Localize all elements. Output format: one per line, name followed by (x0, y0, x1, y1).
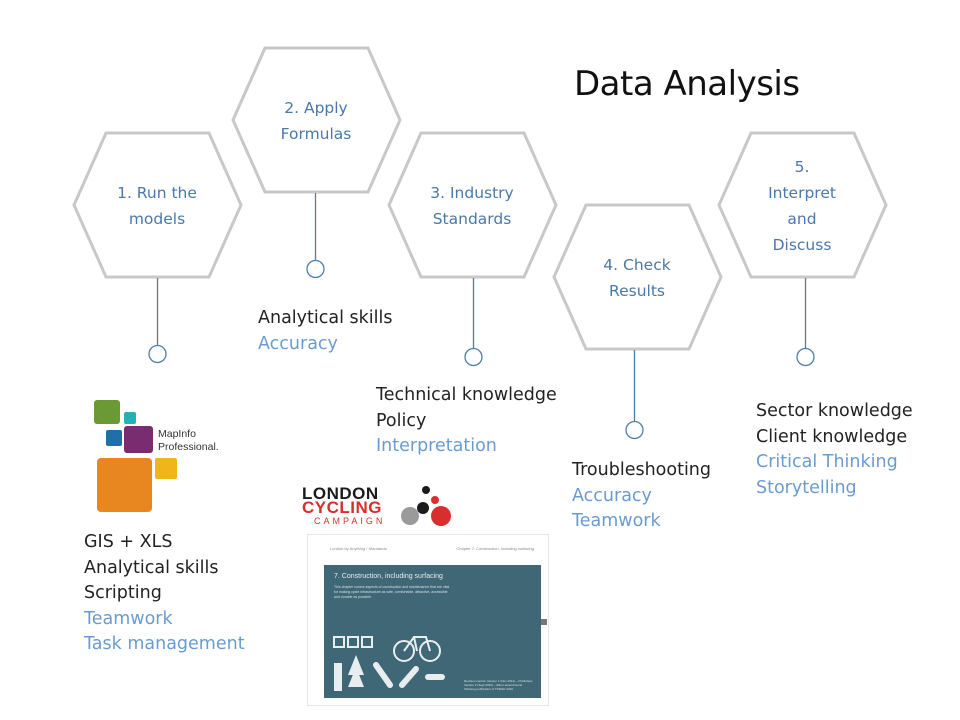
mapinfo-wordmark: MapInfo Professional. (158, 428, 219, 453)
soft-skill: Task management (84, 634, 245, 654)
soft-skill: Teamwork (84, 608, 173, 629)
connector-circle-3 (464, 347, 483, 367)
logo-square-teal (124, 412, 136, 424)
connector-circle-2 (306, 259, 325, 279)
hard-skill: Troubleshooting (572, 460, 712, 480)
soft-skill: Accuracy (258, 333, 338, 354)
hard-skill: Sector knowledge (756, 401, 913, 421)
hexagon-step-1 (72, 131, 243, 279)
hard-skill: Client knowledge (756, 426, 908, 447)
skills-list-step-5: Sector knowledge Client knowledge Critic… (756, 399, 913, 501)
skills-list-step-4: Troubleshooting Accuracy Teamwork (572, 458, 711, 535)
hard-skill: Policy (376, 410, 427, 431)
lcc-circles-icon (401, 486, 451, 526)
mapinfo-logo: MapInfo Professional. (94, 398, 234, 516)
soft-skill: Critical Thinking (756, 452, 898, 472)
skills-list-step-3: Technical knowledge Policy Interpretatio… (376, 383, 557, 460)
step-5-label: 5. Interpret and Discuss (768, 158, 836, 254)
document-cover-panel: 7. Construction, including surfacing Thi… (324, 565, 541, 698)
hard-skill: Analytical skills (258, 308, 393, 328)
logo-square-blue (106, 430, 122, 446)
logo-square-yellow (155, 458, 177, 479)
step-3-label: 3. Industry Standards (430, 184, 514, 228)
hexagon-step-5 (717, 131, 888, 279)
logo-square-green (94, 400, 120, 424)
logo-square-purple (124, 426, 153, 453)
soft-skill: Teamwork (572, 511, 661, 531)
step-4-label: 4. Check Results (603, 256, 671, 300)
hard-skill: Scripting (84, 583, 162, 603)
hard-skill: GIS + XLS (84, 532, 173, 552)
hard-skill: Technical knowledge (376, 385, 557, 405)
cycling-standards-document-thumbnail: London by Anything / Standards Chapter 7… (307, 534, 549, 706)
skills-list-step-2: Analytical skills Accuracy (258, 306, 392, 357)
soft-skill: Storytelling (756, 477, 857, 498)
step-2-label: 2. Apply Formulas (280, 99, 352, 143)
connector-circle-4 (625, 420, 644, 440)
step-1-label: 1. Run the models (117, 184, 197, 228)
connector-circle-1 (148, 344, 167, 364)
hexagon-step-2 (231, 46, 402, 194)
connector-circle-5 (796, 347, 815, 367)
cycling-icons-illustration (333, 636, 445, 691)
hexagon-step-4 (552, 203, 723, 351)
skills-list-step-1: GIS + XLS Analytical skills Scripting Te… (84, 530, 245, 658)
logo-square-orange (97, 458, 152, 512)
soft-skill: Accuracy (572, 485, 652, 506)
page-title: Data Analysis (574, 64, 800, 104)
page-curl-handle (541, 619, 547, 625)
london-cycling-campaign-logo: LONDON CYCLING CAMPAIGN (302, 484, 462, 530)
hard-skill: Analytical skills (84, 557, 219, 578)
hexagon-step-3 (387, 131, 558, 279)
soft-skill: Interpretation (376, 436, 497, 456)
